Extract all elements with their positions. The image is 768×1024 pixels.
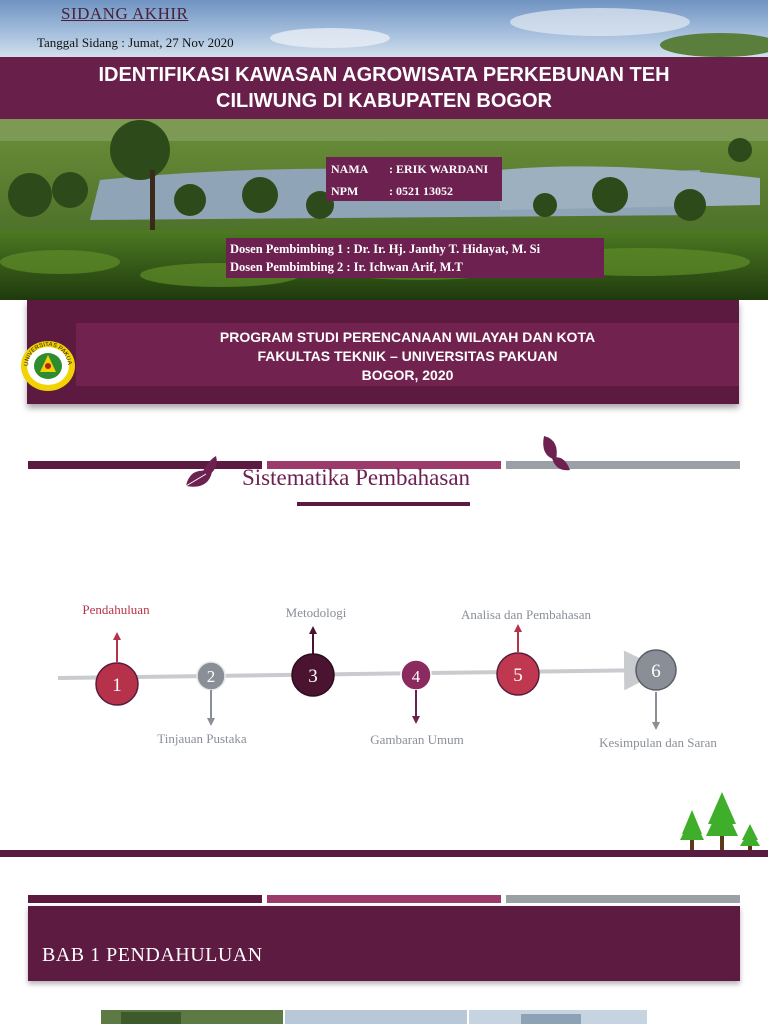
advisor-2: Dosen Pembimbing 2 : Ir. Ichwan Arif, M.…: [230, 260, 463, 274]
step-3-number: 3: [308, 666, 318, 687]
photo-strip: [101, 1010, 647, 1024]
timeline-line: [57, 650, 664, 691]
npm-label: NPM: [331, 184, 359, 198]
npm-value: : 0521 13052: [389, 184, 453, 198]
step-5-label: Analisa dan Pembahasan: [461, 607, 591, 622]
divider-bar-grey: [506, 895, 740, 903]
divider-bar-maroon: [28, 895, 262, 903]
advisor-1: Dosen Pembimbing 1 : Dr. Ir. Hj. Janthy …: [230, 242, 541, 256]
title-slide: SIDANG AKHIR Tanggal Sidang : Jumat, 27 …: [0, 0, 768, 300]
step-6-circle: [635, 649, 677, 691]
leaf-icon: [185, 456, 217, 487]
photo-2: [285, 1010, 467, 1024]
step-1-number: 1: [112, 675, 122, 696]
program-line-2: FAKULTAS TEKNIK – UNIVERSITAS PAKUAN: [257, 348, 558, 364]
step-5-number: 5: [513, 665, 523, 686]
title-underline: [297, 502, 470, 506]
divider-bar-pink: [267, 461, 501, 469]
slide-bottom-bar: [0, 850, 768, 857]
divider-bar-grey: [506, 461, 740, 469]
step-2-number: 2: [207, 667, 216, 686]
step-4-number: 4: [412, 667, 421, 686]
thesis-title-line-1: IDENTIFIKASI KAWASAN AGROWISATA PERKEBUN…: [98, 64, 670, 86]
step-2-label: Tinjauan Pustaka: [157, 731, 247, 746]
thesis-title: IDENTIFIKASI KAWASAN AGROWISATA PERKEBUN…: [0, 62, 768, 114]
step-6-label: Kesimpulan dan Saran: [599, 735, 717, 750]
divider-bar-pink: [267, 895, 501, 903]
chapter-title: BAB 1 PENDAHULUAN: [42, 944, 263, 966]
advisor-info-box: [226, 238, 604, 278]
program-box: [76, 323, 739, 386]
nama-label: NAMA: [331, 162, 369, 176]
university-logo: UNIVERSITAS PAKUAN: [20, 340, 75, 391]
title-banner: [0, 57, 768, 119]
program-line-3: BOGOR, 2020: [361, 367, 454, 383]
trees-icon: [680, 792, 760, 852]
divider-bar-maroon: [28, 461, 262, 469]
program-line-1: PROGRAM STUDI PERENCANAAN WILAYAH DAN KO…: [219, 329, 596, 345]
leaf-icon: [543, 436, 570, 471]
agenda-timeline: 1 Pendahuluan 2 Tinjauan Pustaka 3 Metod…: [57, 602, 717, 750]
step-3-circle: [291, 653, 335, 697]
step-3-label: Metodologi: [286, 605, 347, 620]
step-5-circle: [496, 652, 540, 696]
presentation-type-title: SIDANG AKHIR: [61, 4, 189, 23]
section-title: Sistematika Pembahasan: [242, 465, 471, 490]
step-1-circle: [95, 662, 139, 706]
thesis-title-line-2: CILIWUNG DI KABUPATEN BOGOR: [216, 90, 552, 112]
step-1-label: Pendahuluan: [82, 602, 150, 617]
nama-value: : ERIK WARDANI: [389, 162, 489, 176]
defense-date: Tanggal Sidang : Jumat, 27 Nov 2020: [37, 35, 234, 50]
step-6-number: 6: [651, 661, 661, 682]
step-4-label: Gambaran Umum: [370, 732, 464, 747]
chapter-title-box: [28, 906, 740, 981]
student-info-box: [326, 157, 502, 201]
